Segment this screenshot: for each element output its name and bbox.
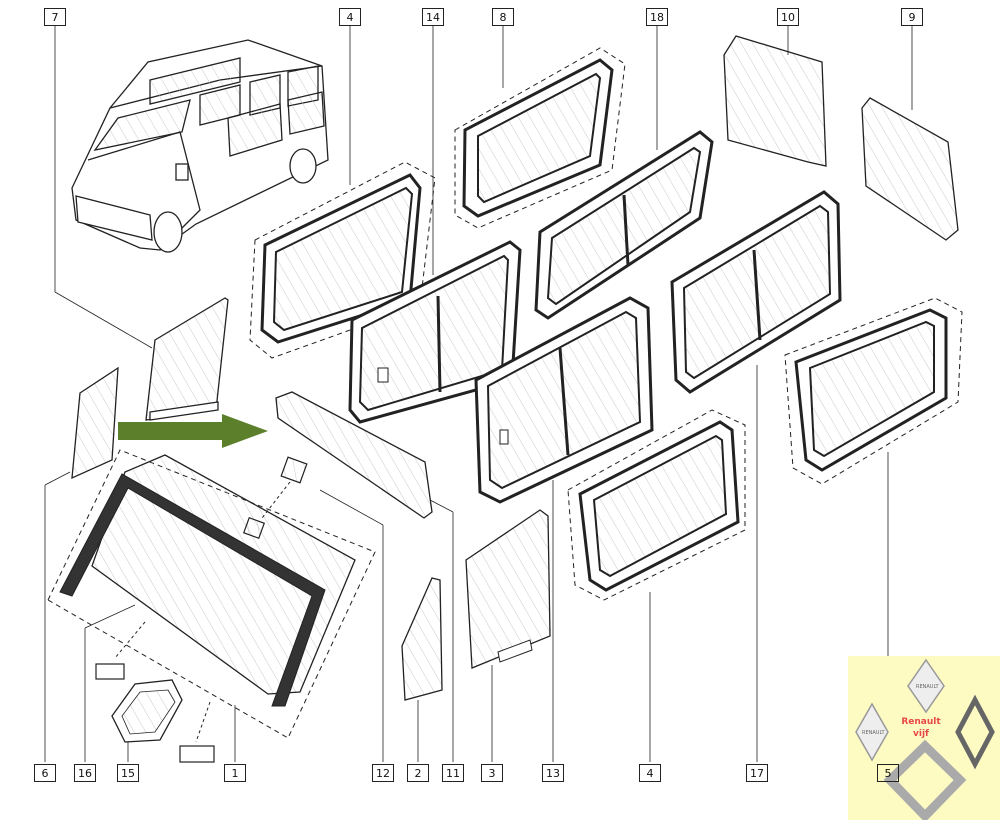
part-2-glass (401, 577, 443, 701)
part-5-window (784, 297, 963, 485)
callout-18: 18 (646, 8, 668, 26)
part-6-vent-glass (71, 366, 119, 480)
part-4-lower-window (567, 409, 746, 601)
callout-1: 1 (224, 764, 246, 782)
callout-4: 4 (339, 8, 361, 26)
callout-4-lower: 4 (639, 764, 661, 782)
svg-text:RENAULT: RENAULT (916, 684, 940, 690)
renault-diamond-logos: RENAULT RENAULT (855, 658, 995, 820)
logo-line-2: vijf (913, 729, 929, 739)
callout-8: 8 (492, 8, 514, 26)
callout-6: 6 (34, 764, 56, 782)
van-illustration (71, 39, 329, 253)
callout-15: 15 (117, 764, 139, 782)
part-8-window (454, 47, 626, 229)
part-14-sliding-window (348, 240, 522, 424)
callout-16: 16 (74, 764, 96, 782)
callout-7: 7 (44, 8, 66, 26)
callout-12: 12 (372, 764, 394, 782)
callout-13: 13 (542, 764, 564, 782)
part-7-quarter-glass (145, 297, 229, 421)
callout-14: 14 (422, 8, 444, 26)
part-17-sliding-window (670, 190, 842, 394)
callout-3: 3 (481, 764, 503, 782)
renault-logo-panel: RENAULT RENAULT (848, 656, 1000, 820)
callout-9: 9 (901, 8, 923, 26)
part-18-sliding-window (534, 130, 714, 320)
callout-17: 17 (746, 764, 768, 782)
logo-text: Renault vijf (893, 716, 949, 740)
highlight-arrow (118, 414, 268, 448)
callout-11: 11 (442, 764, 464, 782)
part-9-glass (861, 97, 959, 241)
svg-text:RENAULT: RENAULT (862, 730, 886, 736)
logo-line-1: Renault (901, 717, 941, 727)
part-12-strip-glass (275, 391, 433, 519)
callout-10: 10 (777, 8, 799, 26)
callout-5: 5 (877, 764, 899, 782)
callout-2: 2 (407, 764, 429, 782)
part-3-glass (465, 509, 551, 669)
part-10-glass (723, 35, 827, 167)
part-13-sliding-window (474, 296, 654, 504)
part-1-windscreen-group (47, 449, 376, 763)
